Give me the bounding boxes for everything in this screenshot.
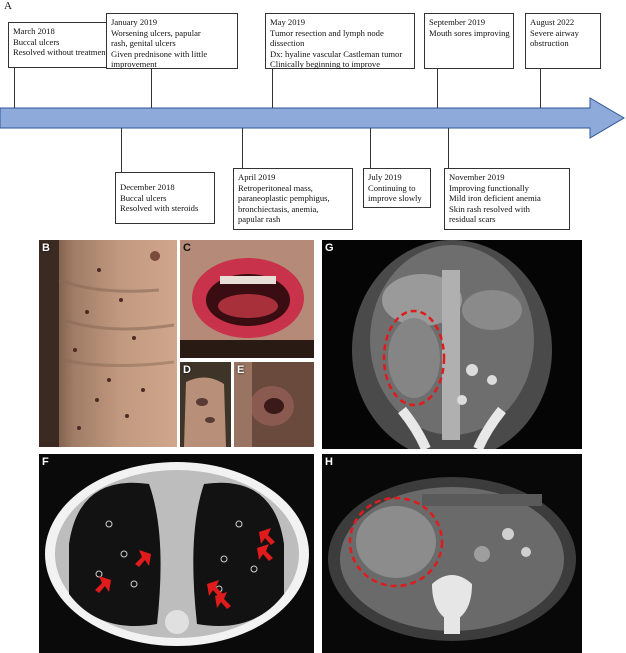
event-line: September 2019 [429, 17, 486, 27]
event-line: November 2019 [449, 172, 505, 182]
event-line: March 2018 [13, 26, 55, 36]
panel-e-label: E [237, 364, 245, 376]
event-line: Severe airway [530, 27, 579, 38]
chest-ct-graphic [45, 462, 309, 646]
event-line: Retroperitoneal mass, [238, 182, 313, 193]
event-line: bronchiectasis, anemia, [238, 203, 319, 214]
hand-photo-graphic [180, 362, 231, 447]
event-line: papular rash [238, 214, 281, 225]
tick-august-2022 [540, 68, 541, 108]
event-box-may-2019: May 2019 Tumor resection and lymph node … [265, 13, 415, 69]
panel-b-label: B [42, 242, 50, 254]
panel-b-photo: B [39, 240, 177, 447]
tick-may-2019 [272, 68, 273, 108]
event-line: Dx: hyaline vascular Castleman tumor [270, 48, 403, 59]
tick-july-2019 [370, 128, 371, 168]
event-line: Clinically beginning to improve [270, 59, 381, 70]
tick-november-2019 [448, 128, 449, 168]
tick-september-2019 [437, 68, 438, 108]
event-line: April 2019 [238, 172, 276, 182]
tick-march-2018 [14, 68, 15, 108]
bronchiectasis-arrows [95, 528, 275, 609]
event-line: December 2018 [120, 182, 175, 192]
event-line: January 2019 [111, 17, 158, 27]
timeline-arrow-svg [0, 97, 625, 139]
panel-h-label: H [325, 456, 333, 468]
event-line: Given prednisone with little [111, 48, 208, 59]
mouth-photo-graphic [180, 240, 314, 358]
event-line: improve slowly [368, 193, 422, 204]
panel-g-ct: G [322, 240, 582, 449]
event-line: residual scars [449, 214, 496, 225]
timeline-arrow [0, 97, 625, 139]
panel-f-ct: F [39, 454, 314, 653]
panel-c-photo: C [180, 240, 314, 358]
panel-e-photo: E [234, 362, 314, 447]
event-box-november-2019: November 2019 Improving functionally Mil… [444, 168, 570, 230]
mass-annotation-circle [382, 309, 446, 407]
tick-january-2019 [151, 68, 152, 108]
event-line: July 2019 [368, 172, 402, 182]
event-line: May 2019 [270, 17, 306, 27]
event-line: paraneoplastic pemphigus, [238, 193, 330, 204]
event-line: improvement [111, 59, 157, 70]
panel-g-label: G [325, 242, 334, 254]
coronal-ct-graphic [352, 240, 552, 449]
panel-d-label: D [183, 364, 191, 376]
event-line: Buccal ulcers [120, 192, 167, 203]
panel-h-ct: H [322, 454, 582, 653]
event-line: rash, genital ulcers [111, 38, 176, 49]
event-line: August 2022 [530, 17, 575, 27]
event-box-january-2019: January 2019 Worsening ulcers, papular r… [106, 13, 238, 69]
event-line: Worsening ulcers, papular [111, 27, 201, 38]
tick-december-2018 [121, 128, 122, 172]
event-line: Mild iron deficient anemia [449, 193, 541, 204]
event-line: Continuing to [368, 182, 416, 193]
event-line: Skin rash resolved with [449, 203, 530, 214]
panel-c-label: C [183, 242, 191, 254]
event-box-july-2019: July 2019 Continuing to improve slowly [363, 168, 431, 208]
tick-april-2019 [242, 128, 243, 168]
event-line: Resolved with steroids [120, 203, 199, 214]
abdominal-ct-graphic [328, 477, 576, 641]
event-box-april-2019: April 2019 Retroperitoneal mass, paraneo… [233, 168, 353, 230]
panel-d-photo: D [180, 362, 231, 447]
event-box-august-2022: August 2022 Severe airway obstruction [525, 13, 601, 69]
event-box-september-2019: September 2019 Mouth sores improving [424, 13, 514, 69]
skin-photo-graphic [39, 240, 177, 447]
event-line: Resolved without treatment [13, 47, 108, 58]
panel-f-label: F [42, 456, 49, 468]
event-line: Buccal ulcers [13, 36, 60, 47]
event-line: obstruction [530, 38, 569, 49]
event-line: Tumor resection and lymph node [270, 27, 384, 38]
mass-annotation-circle [348, 496, 444, 588]
event-line: Mouth sores improving [429, 27, 510, 38]
panel-a-label: A [4, 0, 12, 12]
lesion-photo-graphic [234, 362, 314, 447]
event-line: Improving functionally [449, 182, 529, 193]
event-line: dissection [270, 38, 305, 49]
event-box-december-2018: December 2018 Buccal ulcers Resolved wit… [115, 172, 215, 224]
